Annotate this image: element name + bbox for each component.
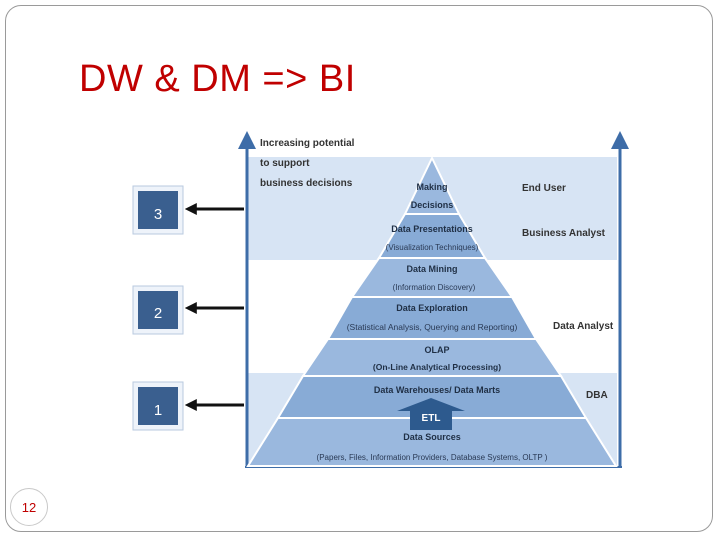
- tier-6-subtitle: (Papers, Files, Information Providers, D…: [317, 453, 548, 462]
- etl-arrow-shape: [397, 398, 465, 430]
- etl-label: ETL: [422, 413, 441, 424]
- axis-caption-line-2: to support: [260, 158, 310, 169]
- axis-caption-line-3: business decisions: [260, 178, 353, 189]
- tier-3-subtitle: (Statistical Analysis, Querying and Repo…: [347, 322, 518, 332]
- role-data-analyst: Data Analyst: [553, 321, 614, 332]
- tier-1-subtitle: (Visualization Techniques): [386, 243, 479, 252]
- level-box-3: 3: [132, 185, 184, 235]
- level-box-1: 1: [132, 381, 184, 431]
- tier-2-subtitle: (Information Discovery): [393, 283, 476, 292]
- level-box-1-number: 1: [154, 402, 162, 419]
- tier-data-sources: [246, 417, 618, 467]
- tier-6-title: Data Sources: [403, 432, 461, 442]
- level-box-2: 2: [132, 285, 184, 335]
- role-business-analyst: Business Analyst: [522, 228, 606, 239]
- tier-4-title: OLAP: [424, 345, 449, 355]
- tier-1-title: Data Presentations: [391, 224, 473, 234]
- axis-caption-line-1: Increasing potential: [260, 138, 355, 149]
- tier-4-subtitle: (On-Line Analytical Processing): [373, 362, 501, 372]
- tier-5-title: Data Warehouses/ Data Marts: [374, 385, 500, 395]
- tier-2-title: Data Mining: [407, 264, 458, 274]
- slide-title: DW & DM => BI: [79, 58, 356, 100]
- tier-0-title: Making: [416, 182, 447, 192]
- level-box-3-number: 3: [154, 206, 162, 223]
- page-number: 12: [10, 488, 48, 526]
- tier-3-title: Data Exploration: [396, 303, 468, 313]
- role-dba: DBA: [586, 390, 608, 401]
- level-box-2-number: 2: [154, 305, 162, 322]
- tier-0-subtitle: Decisions: [411, 200, 454, 210]
- role-end-user: End User: [522, 183, 566, 194]
